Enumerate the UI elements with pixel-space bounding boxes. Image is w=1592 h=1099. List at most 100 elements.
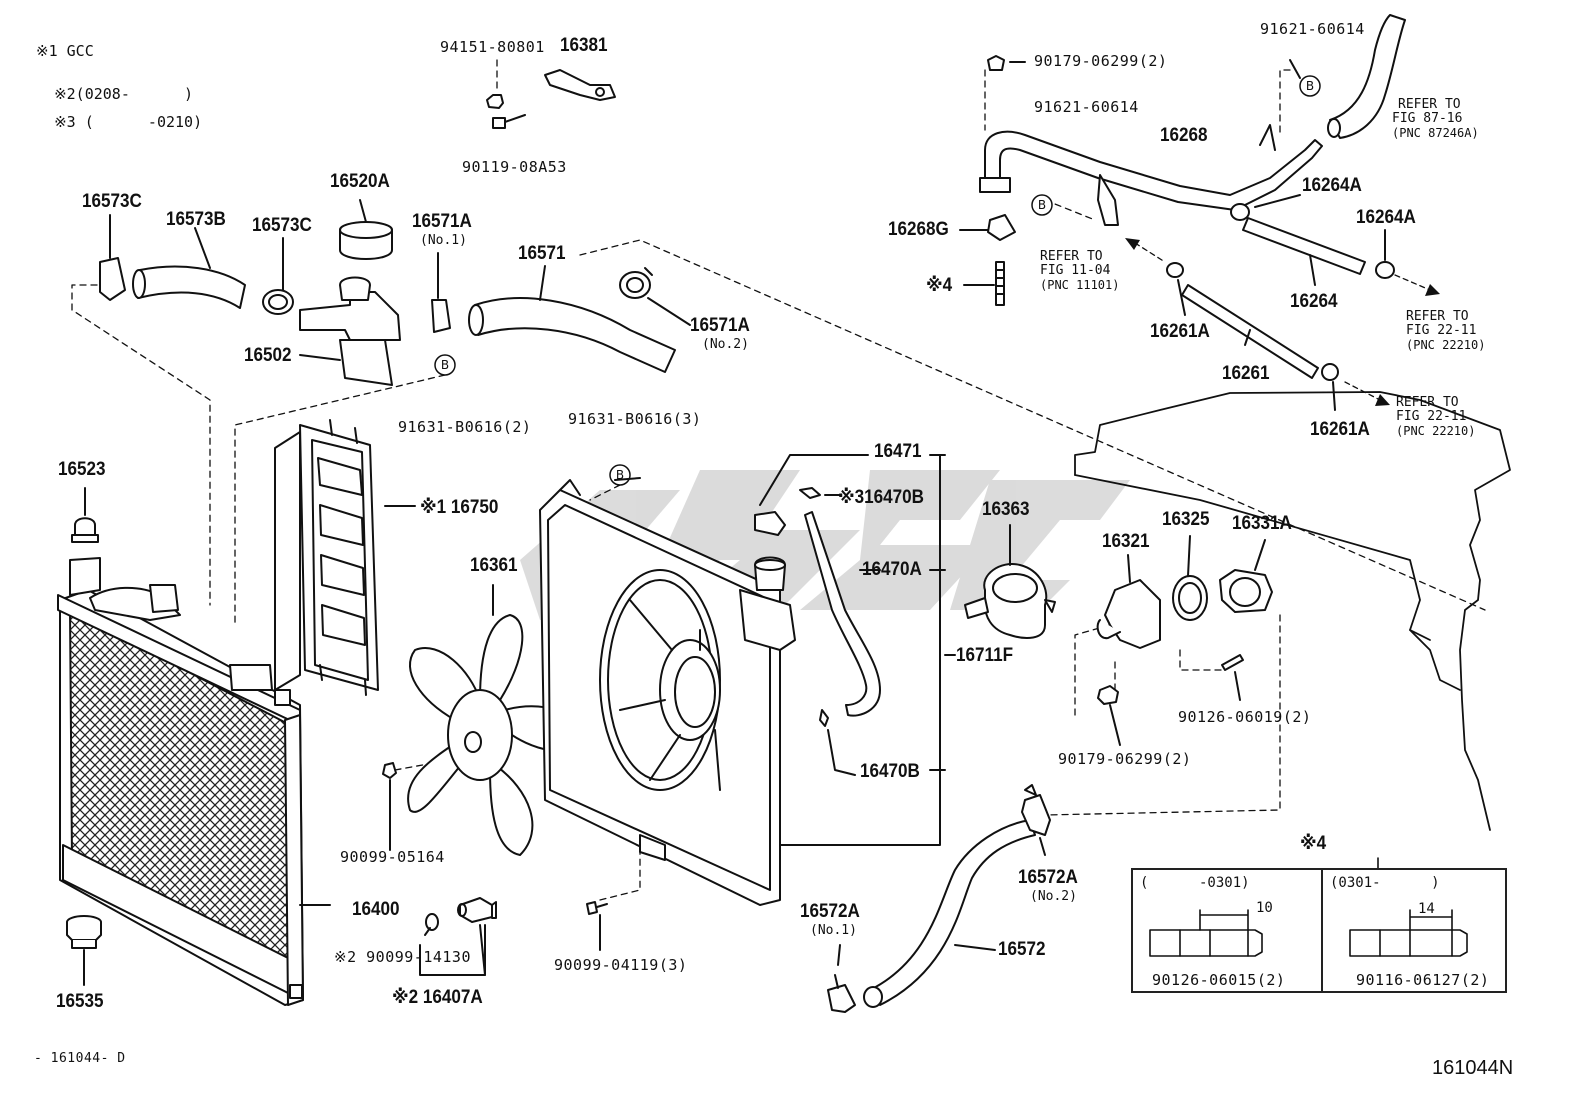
label-16331A: 16331A <box>1232 513 1292 534</box>
label-16573C-right: 16573C <box>252 215 312 236</box>
label-91631-2: 91631-B0616(2) <box>398 418 532 436</box>
label-16261: 16261 <box>1222 363 1270 384</box>
hose-16572 <box>863 819 1036 1008</box>
grommet-16268G <box>959 214 1016 306</box>
refer-line: FIG 22-11 <box>1406 323 1477 338</box>
label-16264A-2: 16264A <box>1356 207 1416 228</box>
footer-right-code: 161044N <box>1432 1057 1514 1079</box>
label-16268G: 16268G <box>888 219 949 240</box>
label-91621-top: 91621-60614 <box>1260 20 1365 38</box>
clamp-16571A-no2 <box>619 267 691 326</box>
hose-16261 <box>1166 262 1339 411</box>
refer-line: REFER TO <box>1040 249 1103 264</box>
label-16571: 16571 <box>518 243 566 264</box>
label-16573B: 16573B <box>166 209 226 230</box>
hose-refer-87 <box>1327 14 1406 139</box>
radiator-16400 <box>57 487 331 1006</box>
engine-outline <box>1074 391 1511 831</box>
note-text: ( -0210) <box>84 113 203 131</box>
b-letter: B <box>1038 198 1046 212</box>
label-16571A-no1-sub: (No.1) <box>420 233 467 248</box>
note-mark: ※2 <box>54 85 76 103</box>
water-outlet-16502 <box>299 276 401 386</box>
note-mark: ※3 <box>54 113 76 131</box>
drain-cock-16407A <box>419 897 497 976</box>
reservoir-hose-16470A <box>614 454 956 846</box>
label-16572: 16572 <box>998 939 1046 960</box>
bolt-90099-04119 <box>586 901 608 951</box>
label-16571A-no2-sub: (No.2) <box>702 337 749 352</box>
inset-divider <box>1321 870 1323 991</box>
refer-fig-11: REFER TO FIG 11-04 (PNC 11101) <box>1040 249 1119 293</box>
note-2: ※2(0208- ) <box>36 72 193 102</box>
refer-line: FIG 22-11 <box>1396 409 1467 424</box>
inset-left-dim: 10 <box>1256 900 1273 916</box>
label-94151: 94151-80801 <box>440 38 545 56</box>
label-16268: 16268 <box>1160 125 1208 146</box>
bracket-16381 <box>486 69 616 129</box>
note-mark: ※1 <box>36 42 58 60</box>
label-91621-mid: 91621-60614 <box>1034 98 1139 116</box>
note-1: ※1 GCC <box>36 44 94 59</box>
label-16361: 16361 <box>470 555 518 576</box>
label-16363: 16363 <box>982 499 1030 520</box>
air-guide-16750 <box>274 419 416 696</box>
inset-left-part: 90126-06015(2) <box>1152 971 1286 989</box>
label-16264: 16264 <box>1290 291 1338 312</box>
water-inlet-16363 <box>964 524 1056 639</box>
label-16470B: 16470B <box>860 761 920 782</box>
label-16502: 16502 <box>244 345 292 366</box>
clamps-16572A <box>827 784 1051 1013</box>
b-letter: B <box>1306 79 1314 93</box>
gasket-16325 <box>1172 535 1208 621</box>
label-16261A-2: 16261A <box>1310 419 1370 440</box>
hose-16264 <box>1230 194 1395 286</box>
refer-line: (PNC 87246A) <box>1392 126 1479 140</box>
refer-line: REFER TO <box>1396 395 1459 410</box>
label-16711F: 16711F <box>956 645 1014 666</box>
label-16535: 16535 <box>56 991 104 1012</box>
label-16572A-no1-sub: (No.1) <box>810 923 857 938</box>
label-91631-3: 91631-B0616(3) <box>568 410 702 428</box>
label-16321: 16321 <box>1102 531 1150 552</box>
label-16470A: 16470A <box>862 559 922 580</box>
thermostat-16331A <box>1219 539 1273 613</box>
label-16407A: ※2 16407A <box>392 987 483 1008</box>
label-16750: ※1 16750 <box>420 497 499 518</box>
label-90099-05164: 90099-05164 <box>340 848 445 866</box>
clamps-16573C <box>99 214 294 315</box>
radiator-cap-16520A <box>339 199 393 260</box>
label-90179-mid: 90179-06299(2) <box>1058 750 1192 768</box>
label-90099-14130: ※2 90099-14130 <box>334 948 471 966</box>
water-inlet-16321 <box>1096 554 1161 649</box>
label-16470B-top: ※316470B <box>838 487 925 508</box>
label-16572A-no2: 16572A <box>1018 867 1078 888</box>
refer-line: (PNC 22210) <box>1406 338 1486 352</box>
inset-title: ※4 <box>1300 833 1327 854</box>
label-90179-top: 90179-06299(2) <box>1034 52 1168 70</box>
label-16573C-left: 16573C <box>82 191 142 212</box>
label-16471: 16471 <box>874 441 922 462</box>
refer-line: REFER TO <box>1406 309 1469 324</box>
stud-variants-inset <box>1131 868 1507 993</box>
label-90099-04119: 90099-04119(3) <box>554 956 688 974</box>
label-16571A-no2: 16571A <box>690 315 750 336</box>
stud-90126-06019 <box>1221 654 1244 701</box>
hose-16571 <box>468 265 676 373</box>
note-text: GCC <box>66 42 94 60</box>
water-pipe-16268 <box>979 55 1323 226</box>
b-letter: B <box>441 358 449 372</box>
nut-90179-mid <box>1097 685 1121 746</box>
inset-right-range: (0301- ) <box>1330 875 1440 891</box>
refer-fig-22-b: REFER TO FIG 22-11 (PNC 22210) <box>1396 395 1476 439</box>
label-16523: 16523 <box>58 459 106 480</box>
label-16400: 16400 <box>352 899 400 920</box>
label-16261A-1: 16261A <box>1150 321 1210 342</box>
inset-right-part: 90116-06127(2) <box>1356 971 1490 989</box>
label-16325: 16325 <box>1162 509 1210 530</box>
refer-line: (PNC 22210) <box>1396 424 1476 438</box>
hose-16573B <box>132 227 246 309</box>
clamp-16571A-no1 <box>431 252 451 333</box>
inset-left-range: ( -0301) <box>1140 875 1250 891</box>
